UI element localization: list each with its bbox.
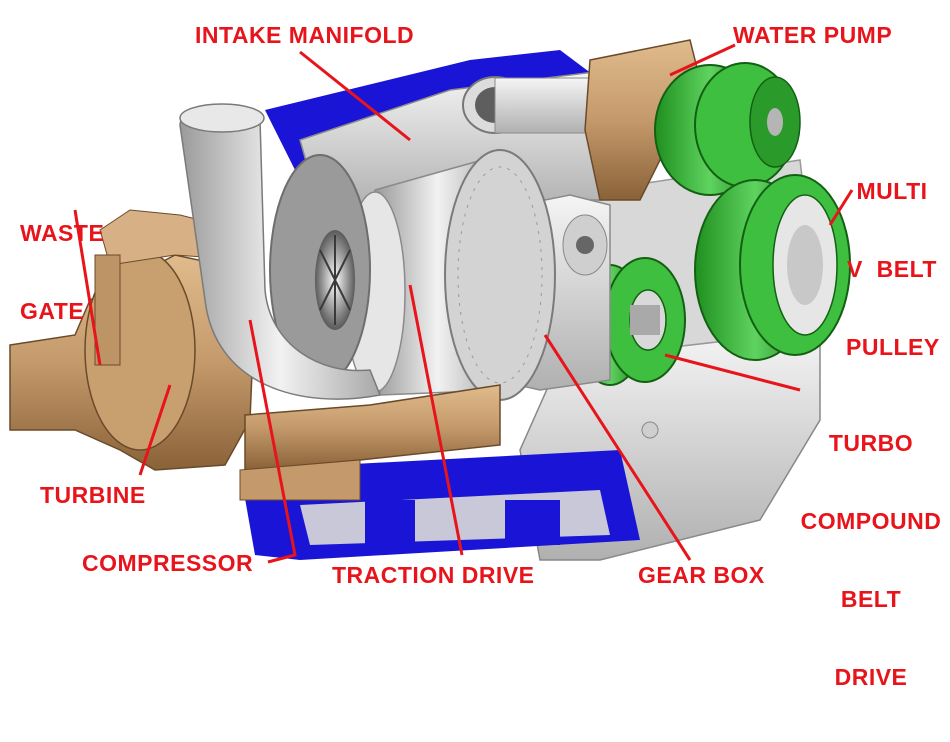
label-turbine: TURBINE [40,482,146,508]
leader-turbo-compound [664,353,801,392]
label-line: PULLEY [846,334,940,360]
leader-compressor [248,319,297,564]
label-line: BELT [840,586,902,612]
leader-intake-manifold [299,50,411,142]
leader-turbine [138,384,172,476]
leader-waste-gate [73,209,102,366]
label-line: MULTI [856,178,928,204]
leader-water-pump [669,43,736,77]
label-line: TURBO [828,430,914,456]
compressor-pipe [179,103,382,400]
engine-diagram: INTAKE MANIFOLD WATER PUMP MULTI V BELT … [9,22,941,690]
label-line: COMPOUND [800,508,942,534]
leader-traction-drive [408,284,464,556]
compressor-housing [269,154,371,386]
label-gear-box: GEAR BOX [638,562,765,588]
label-line: V BELT [847,256,937,282]
intake-manifold-part [299,69,641,211]
label-compressor: COMPRESSOR [82,550,254,576]
water-pump-housing [584,39,701,201]
label-line: WASTE [20,220,105,246]
multi-v-belt-pulley-part [694,174,851,361]
label-turbo-compound-belt-drive: TURBO COMPOUND BELT DRIVE [800,378,942,742]
leader-gear-box [543,334,692,561]
engine-illustration [9,39,854,564]
leader-multi-v-belt [828,189,854,226]
label-water-pump: WATER PUMP [733,22,893,48]
label-waste-gate: WASTE GATE [20,168,104,376]
label-intake-manifold: INTAKE MANIFOLD [195,22,415,48]
label-line: GATE [20,298,85,324]
label-multi-v-belt-pulley: MULTI V BELT PULLEY [846,126,940,412]
leader-lines [73,43,854,564]
label-traction-drive: TRACTION DRIVE [332,562,535,588]
water-pump-pulley [654,62,801,196]
label-line: DRIVE [834,664,908,690]
